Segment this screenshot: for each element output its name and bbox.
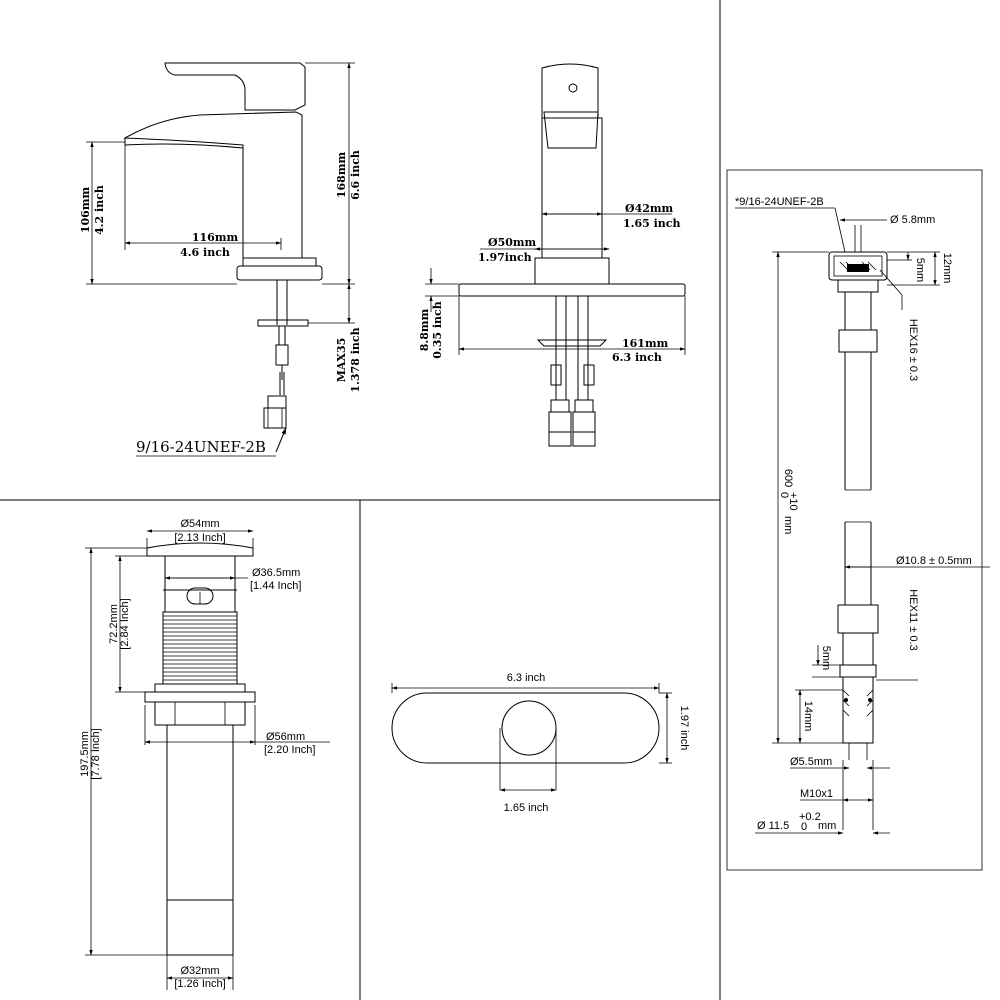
hose-length-value: 600 bbox=[782, 469, 794, 487]
hose-labels-bottom: 5mm 14mm Ø5.5mm M10x1 Ø 11.5 +0.2 0 mm bbox=[755, 645, 890, 835]
deck-plate-view: 6.3 inch 1.97 inch 1.65 inch bbox=[391, 672, 690, 814]
body-diameter-inch: 1.65 inch bbox=[623, 217, 681, 230]
hose-inner-diameter-bottom: Ø5.5mm bbox=[790, 756, 832, 768]
thread-spec-label: 9/16-24UNEF-2B bbox=[136, 438, 266, 456]
plate-width-inch: 6.3 inch bbox=[612, 351, 662, 364]
dim-spout-height: 106mm 4.2 inch bbox=[79, 141, 237, 285]
plate-width-mm: 161mm bbox=[622, 337, 669, 350]
hose-length-dimension: 600 +10 0 mm bbox=[772, 251, 843, 744]
drain-top-diameter-inch: [2.13 Inch] bbox=[174, 532, 225, 544]
hose-outer-tolerance-lower: 0 bbox=[801, 821, 807, 833]
hose-labels-middle: Ø10.8 ± 0.5mm HEX11 ± 0.3 bbox=[844, 555, 990, 681]
hose-hex-top: HEX16 ± 0.3 bbox=[907, 319, 919, 381]
dim-drain-inner-diameter: Ø36.5mm [1.44 Inch] bbox=[164, 567, 301, 592]
overall-height-inch: 6.6 inch bbox=[349, 150, 362, 200]
drain-inner-diameter-inch: [1.44 Inch] bbox=[250, 580, 301, 592]
deck-plate-width-label: 6.3 inch bbox=[507, 672, 546, 684]
dim-spout-reach: 116mm 4.6 inch bbox=[124, 145, 282, 259]
thread-callout: 9/16-24UNEF-2B bbox=[136, 427, 287, 457]
dim-max-thickness: MAX35 1.378 inch bbox=[308, 283, 362, 393]
dim-drain-flange-diameter: Ø56mm [2.20 Inch] bbox=[144, 705, 330, 756]
dim-drain-upper-height: 72.2mm [2.84 Inch] bbox=[108, 555, 147, 693]
spout-reach-inch: 4.6 inch bbox=[180, 246, 230, 259]
drain-top-diameter-mm: Ø54mm bbox=[180, 518, 219, 530]
panel-dividers bbox=[0, 0, 721, 1000]
hose-inner-diameter-top: Ø 5.8mm bbox=[890, 214, 935, 226]
hose-outer-unit: mm bbox=[818, 820, 836, 832]
drain-upper-height-mm: 72.2mm bbox=[108, 604, 120, 644]
drain-flange-diameter-mm: Ø56mm bbox=[266, 731, 305, 743]
hose-thread-spec: *9/16-24UNEF-2B bbox=[735, 196, 824, 208]
hose-bottom-thread: M10x1 bbox=[800, 788, 833, 800]
hose-top-depth: 5mm bbox=[914, 258, 926, 282]
max-thickness-inch: 1.378 inch bbox=[349, 327, 362, 392]
hose-bottom-length: 14mm bbox=[802, 701, 814, 732]
dim-drain-bottom-diameter: Ø32mm [1.26 Inch] bbox=[166, 955, 234, 990]
dim-overall-height: 168mm 6.6 inch bbox=[305, 62, 362, 285]
drain-total-height-inch: [7.78 Inch] bbox=[90, 728, 102, 779]
drain-threads bbox=[162, 611, 238, 685]
deck-plate-hole-label: 1.65 inch bbox=[504, 802, 549, 814]
dim-plate-height-side: 1.97 inch bbox=[659, 692, 690, 764]
drain-bottom-diameter-inch: [1.26 Inch] bbox=[174, 978, 225, 990]
overall-height-mm: 168mm bbox=[335, 152, 348, 199]
drain-drawing bbox=[144, 542, 256, 956]
hose-bottom-depth: 5mm bbox=[820, 646, 832, 670]
hose-length-tolerance-lower: 0 bbox=[778, 492, 790, 498]
dim-base-diameter: Ø50mm 1.97inch bbox=[478, 236, 610, 264]
spout-height-inch: 4.2 inch bbox=[93, 185, 106, 235]
base-diameter-inch: 1.97inch bbox=[478, 251, 532, 264]
dim-body-diameter: Ø42mm 1.65 inch bbox=[541, 202, 681, 230]
plate-height-mm: 8.8mm bbox=[418, 308, 431, 351]
hose-diameter: Ø10.8 ± 0.5mm bbox=[896, 555, 972, 567]
drain-inner-diameter-mm: Ø36.5mm bbox=[252, 567, 300, 579]
hose-hex-bottom: HEX11 ± 0.3 bbox=[907, 589, 919, 650]
faucet-front-view: Ø42mm 1.65 inch Ø50mm 1.97inch 8.8mm 0.3… bbox=[418, 63, 686, 447]
max-thickness-mm: MAX35 bbox=[335, 338, 348, 383]
dim-drain-total-height: 197.5mm [7.78 Inch] bbox=[79, 547, 167, 956]
body-diameter-mm: Ø42mm bbox=[625, 202, 674, 215]
plate-height-inch: 0.35 inch bbox=[431, 301, 444, 359]
hose-length-unit: mm bbox=[782, 516, 794, 534]
drain-upper-height-inch: [2.84 Inch] bbox=[119, 598, 131, 649]
dim-plate-width: 161mm 6.3 inch bbox=[458, 296, 686, 364]
hose-labels-top: *9/16-24UNEF-2B Ø 5.8mm 5mm 12mm HEX16 ±… bbox=[735, 196, 953, 381]
hose-outer-diameter: Ø 11.5 bbox=[757, 820, 789, 832]
dim-plate-width-top: 6.3 inch bbox=[391, 672, 660, 693]
base-diameter-mm: Ø50mm bbox=[488, 236, 537, 249]
spout-reach-mm: 116mm bbox=[192, 231, 239, 244]
hose-length-tolerance-upper: +10 bbox=[787, 492, 799, 511]
dim-plate-height: 8.8mm 0.35 inch bbox=[418, 268, 459, 359]
supply-hose-view: *9/16-24UNEF-2B Ø 5.8mm 5mm 12mm HEX16 ±… bbox=[726, 169, 990, 871]
hose-nut-height: 12mm bbox=[941, 253, 953, 284]
drain-flange-diameter-inch: [2.20 Inch] bbox=[264, 744, 315, 756]
pop-up-drain-view: Ø54mm [2.13 Inch] Ø36.5mm [1.44 Inch] 72… bbox=[79, 518, 330, 990]
hose-outer-tolerance-upper: +0.2 bbox=[799, 811, 821, 823]
dim-plate-hole: 1.65 inch bbox=[499, 788, 557, 814]
deck-plate-drawing bbox=[391, 692, 660, 790]
spout-height-mm: 106mm bbox=[79, 187, 92, 234]
dim-drain-top-diameter: Ø54mm [2.13 Inch] bbox=[146, 518, 254, 548]
deck-plate-height-label: 1.97 inch bbox=[678, 706, 690, 751]
faucet-side-view: 168mm 6.6 inch 106mm 4.2 inch 116mm 4.6 … bbox=[79, 62, 362, 457]
hose-drawing bbox=[828, 225, 888, 760]
drain-bottom-diameter-mm: Ø32mm bbox=[180, 965, 219, 977]
drain-total-height-mm: 197.5mm bbox=[79, 731, 91, 777]
